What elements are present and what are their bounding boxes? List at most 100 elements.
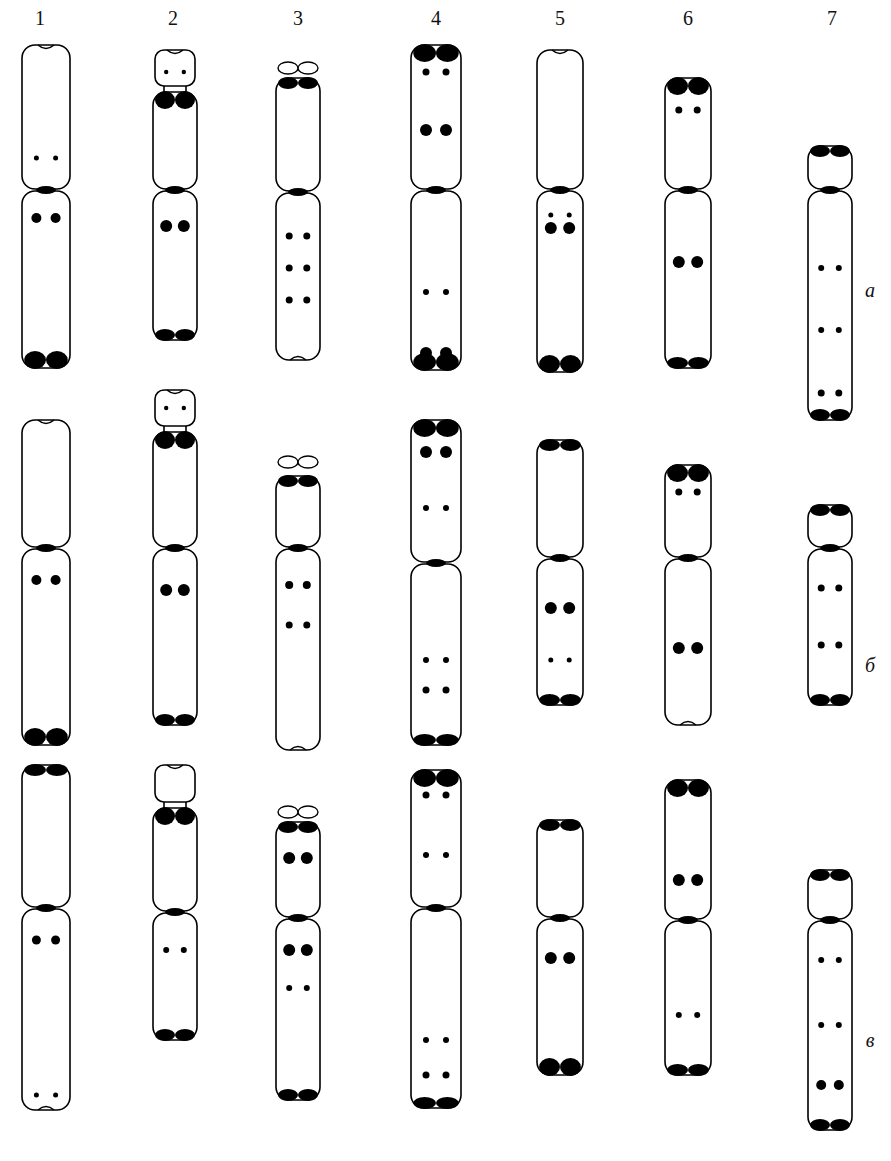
chromosome-arm [665,191,711,368]
band-dot [51,575,61,585]
band-dot [283,852,295,864]
band-dot [443,1072,450,1079]
chromosome-arm [276,78,320,191]
chromosome-arm [665,465,711,557]
telomere-band [539,819,560,831]
telomere-band [810,409,830,421]
telomere-band [810,694,830,706]
satellite [155,50,195,86]
chromosome-arm [537,50,583,189]
satellite [278,806,298,818]
chromosome-arm [808,870,852,919]
telomere-band [667,77,688,95]
telomere-band [278,77,298,89]
column-number: 1 [35,8,45,28]
band-dot [673,256,685,268]
telomere-band [830,1119,850,1131]
telomere-band [278,475,298,487]
centromere [165,908,185,916]
telomere-band [539,439,560,451]
band-dot [423,69,430,76]
centromere [550,186,570,194]
telomere-band [810,869,830,881]
band-dot [818,390,825,397]
telomere-band [175,431,195,449]
chromosome-arm [276,919,320,1100]
band-dot [301,852,313,864]
band-dot [836,1022,842,1028]
chromosome-arm [22,45,70,189]
chromosome-arm [537,820,583,917]
chromosome-arm [411,909,461,1108]
band-dot [420,347,432,359]
telomere-band [46,764,68,776]
band-dot [676,1012,682,1018]
band-dot [303,265,310,272]
telomere-band [539,355,560,373]
band-dot [163,947,169,953]
band-dot [691,256,703,268]
centromere [820,544,840,552]
telomere-band [810,145,830,157]
centromere [36,544,56,552]
band-dot [694,107,701,114]
chromosome-arm [22,909,70,1110]
band-dot [423,289,429,295]
band-dot [818,327,824,333]
satellite [278,62,298,74]
band-dot [160,584,172,596]
band-dot [563,602,575,614]
telomere-band [24,351,46,369]
band-dot [443,69,450,76]
telomere-notch [38,45,54,49]
chromosome-arm [22,191,70,368]
band-dot [34,156,39,161]
chromosome-arm [276,193,320,360]
band-dot [160,220,172,232]
telomere-band [155,714,175,726]
band-dot [835,390,842,397]
band-dot [182,406,186,410]
telomere-band [688,464,709,482]
band-dot [545,952,557,964]
chromosome-arm [153,549,197,725]
chromosome-arm [411,564,461,745]
centromere [426,186,446,194]
telomere-band [175,807,195,825]
band-dot [51,213,61,223]
telomere-band [298,821,318,833]
centromere [288,188,308,196]
band-dot [51,936,60,945]
band-dot [567,213,572,218]
telomere-band [688,779,709,797]
telomere-band [175,329,195,341]
telomere-band [667,779,688,797]
telomere-band [413,1097,436,1109]
chromosome-arm [153,432,197,547]
band-dot [443,505,449,511]
chromosome-arm [665,780,711,919]
band-dot [834,1080,844,1090]
band-dot [835,642,842,649]
band-dot [303,233,310,240]
row-label: б [865,655,875,675]
band-dot [443,657,449,663]
column-number: 6 [683,8,693,28]
band-dot [53,1093,58,1098]
chromosome-arm [411,770,461,907]
chromosome-arm [537,440,583,557]
chromosome-arm [22,420,70,547]
band-dot [545,222,557,234]
chromosome-arm [22,765,70,907]
chromosome-arm [411,420,461,562]
band-dot [563,952,575,964]
band-dot [34,1093,39,1098]
telomere-band [413,419,436,437]
telomere-band [298,475,318,487]
telomere-band [560,439,581,451]
telomere-band [830,694,850,706]
centromere [426,559,446,567]
telomere-band [830,409,850,421]
band-dot [691,642,703,654]
band-dot [304,985,310,991]
